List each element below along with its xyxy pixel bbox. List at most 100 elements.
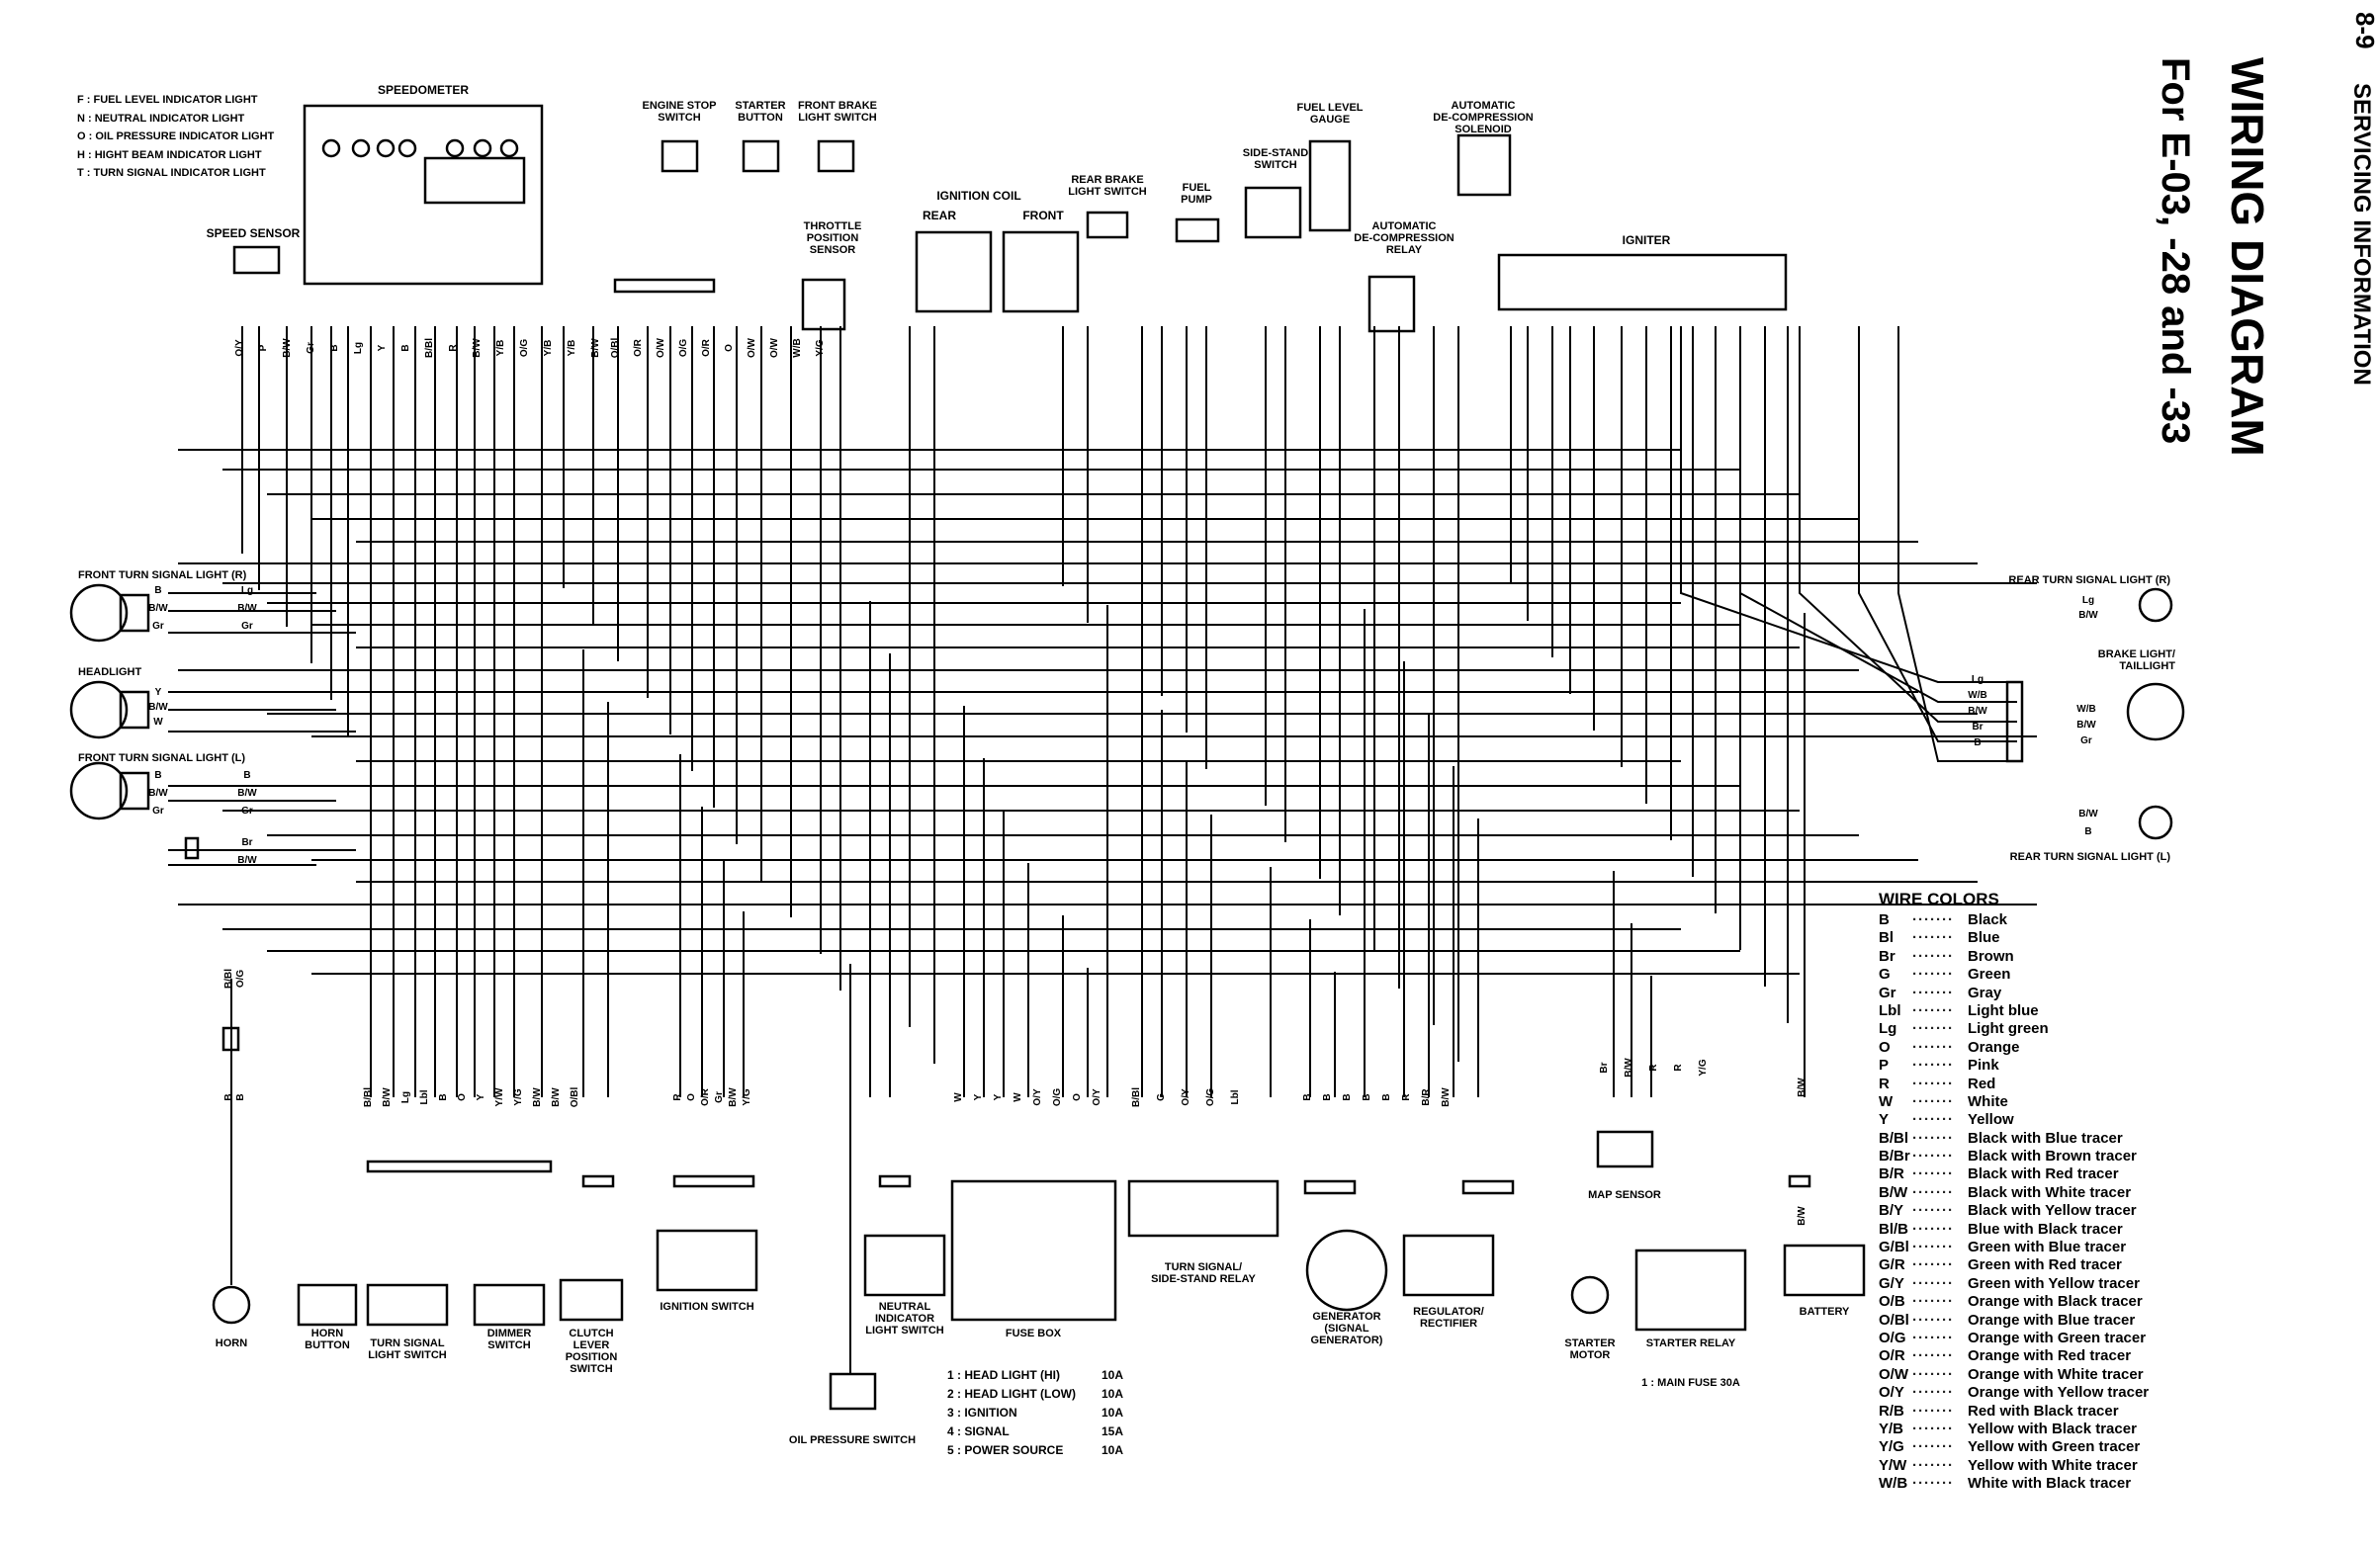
starter-relay-label: STARTER RELAY bbox=[1646, 1337, 1736, 1349]
wire-tag: Gr bbox=[714, 1091, 725, 1103]
wire-color-name: Black with Blue tracer bbox=[1968, 1129, 2123, 1147]
side-stand-switch-box bbox=[1244, 186, 1302, 239]
front-turn-l-label: FRONT TURN SIGNAL LIGHT (L) bbox=[78, 752, 245, 764]
neutral-switch-box bbox=[863, 1234, 946, 1297]
leader-dots: ······· bbox=[1912, 1438, 1954, 1456]
connector-strip bbox=[878, 1174, 912, 1188]
wire-color-row: G/Bl·······Green with Blue tracer bbox=[1879, 1239, 2235, 1256]
leader-dots: ······· bbox=[1912, 1111, 1954, 1129]
leader-dots: ······· bbox=[1912, 1092, 1954, 1110]
wire-tag: B bbox=[438, 1093, 449, 1100]
wire-color-code: Lg bbox=[1879, 1020, 1897, 1038]
lamp-icon bbox=[69, 583, 129, 643]
wire-tag: O/G bbox=[235, 970, 246, 989]
fuse-box-label: FUSE BOX bbox=[1006, 1328, 1062, 1339]
wire-color-code: O/Y bbox=[1879, 1384, 1904, 1402]
wire-tag: B bbox=[1974, 737, 1981, 748]
wire-tag: Br bbox=[241, 837, 252, 848]
rear-connector-block bbox=[2005, 680, 2024, 763]
wire-color-code: Gr bbox=[1879, 984, 1896, 1001]
lamp-icon bbox=[69, 680, 129, 739]
wire-color-row: Y/B·······Yellow with Black tracer bbox=[1879, 1421, 2235, 1438]
ignition-coil-label: IGNITION COIL bbox=[936, 189, 1020, 203]
indicator-lamp-icon bbox=[473, 138, 492, 158]
decomp-relay-box bbox=[1367, 275, 1416, 333]
leader-dots: ······· bbox=[1912, 1347, 1954, 1365]
wire-color-row: O/R·······Orange with Red tracer bbox=[1879, 1347, 2235, 1365]
wire-tag: Y/B bbox=[495, 340, 506, 357]
wire-color-row: R/B·······Red with Black tracer bbox=[1879, 1403, 2235, 1421]
wire-color-name: Orange with Black tracer bbox=[1968, 1293, 2143, 1311]
wire-tag: Lg bbox=[241, 585, 253, 596]
page-subtitle: For E-03, -28 and -33 bbox=[2154, 57, 2197, 445]
wire-tag: B/W bbox=[148, 603, 168, 614]
wire-tag: B/W bbox=[1797, 1206, 1807, 1226]
decomp-solenoid-box bbox=[1456, 133, 1512, 197]
leader-dots: ······· bbox=[1912, 966, 1954, 984]
wire-color-row: Gr·······Gray bbox=[1879, 985, 2235, 1002]
harness-wire bbox=[1680, 326, 2017, 683]
wire-color-code: G/Bl bbox=[1879, 1239, 1909, 1256]
wire-tag: B/Bl bbox=[223, 969, 234, 989]
wire-color-row: P·······Pink bbox=[1879, 1057, 2235, 1075]
wire-tag: B/W bbox=[2076, 720, 2096, 731]
lamp-socket bbox=[119, 690, 150, 730]
wire-tag: Y/G bbox=[1698, 1059, 1709, 1076]
wire-color-code: O/G bbox=[1879, 1329, 1906, 1346]
wire-tag: Lg bbox=[1972, 674, 1983, 685]
harness-wire bbox=[1739, 326, 2017, 703]
fuse-table: 1 : HEAD LIGHT (HI)10A 2 : HEAD LIGHT (L… bbox=[947, 1366, 1123, 1460]
wire-tag: B bbox=[243, 770, 250, 781]
legend-oil: O : OIL PRESSURE INDICATOR LIGHT bbox=[77, 130, 275, 142]
wire-color-row: O/G·······Orange with Green tracer bbox=[1879, 1330, 2235, 1347]
connector-strip bbox=[366, 1160, 553, 1173]
wire-color-name: Blue bbox=[1968, 929, 2000, 947]
turn-relay-label: TURN SIGNAL/SIDE-STAND RELAY bbox=[1151, 1261, 1256, 1285]
wire-tag: O bbox=[457, 1093, 468, 1101]
main-fuse-label: 1 : MAIN FUSE 30A bbox=[1641, 1377, 1740, 1389]
harness-wire bbox=[1858, 326, 2017, 742]
wire-tag: Gr bbox=[241, 806, 253, 817]
wire-tag: Lg bbox=[400, 1091, 411, 1103]
oil-pressure-label: OIL PRESSURE SWITCH bbox=[789, 1434, 916, 1446]
wire-tag: B bbox=[1342, 1093, 1353, 1100]
dimmer-switch-box bbox=[473, 1283, 546, 1327]
rear-coil-label: REAR bbox=[923, 209, 956, 222]
speedometer-box bbox=[303, 104, 544, 286]
wire-color-name: Pink bbox=[1968, 1057, 1999, 1075]
leader-dots: ······· bbox=[1912, 1202, 1954, 1220]
wire-tag: B/R bbox=[1421, 1088, 1432, 1106]
leader-dots: ······· bbox=[1912, 1148, 1954, 1165]
fuel-pump-box bbox=[1175, 217, 1220, 243]
leader-dots: ······· bbox=[1912, 911, 1954, 928]
lamp-icon bbox=[2126, 682, 2185, 741]
engine-stop-switch-box bbox=[661, 139, 699, 173]
wire-tag: B bbox=[235, 1093, 246, 1100]
wire-tag: R bbox=[672, 1093, 683, 1101]
harness-wire bbox=[1897, 326, 2017, 762]
lamp-socket bbox=[119, 771, 150, 811]
leader-dots: ······· bbox=[1912, 1220, 1954, 1238]
wire-color-name: Black with Brown tracer bbox=[1968, 1148, 2137, 1165]
leader-dots: ······· bbox=[1912, 1365, 1954, 1383]
generator-connector bbox=[1303, 1179, 1357, 1195]
wire-color-name: Green bbox=[1968, 966, 2011, 984]
front-turn-r-label: FRONT TURN SIGNAL LIGHT (R) bbox=[78, 569, 247, 581]
igniter-label: IGNITER bbox=[1623, 233, 1671, 247]
lamp-icon bbox=[69, 761, 129, 820]
wire-color-row: O/Y·······Orange with Yellow tracer bbox=[1879, 1384, 2235, 1402]
wire-color-code: Bl/B bbox=[1879, 1220, 1908, 1238]
page-title: WIRING DIAGRAM bbox=[2222, 57, 2273, 457]
wire-tag: Y/G bbox=[742, 1088, 752, 1105]
wire-tag: O/Y bbox=[234, 339, 245, 357]
wire-tag: Gr bbox=[241, 621, 253, 632]
wire-color-code: O/W bbox=[1879, 1365, 1908, 1383]
starter-relay-box bbox=[1634, 1249, 1747, 1332]
wire-tag: Lbl bbox=[419, 1089, 430, 1104]
wire-tag: O bbox=[724, 344, 735, 352]
wire-tag: B bbox=[400, 344, 411, 351]
